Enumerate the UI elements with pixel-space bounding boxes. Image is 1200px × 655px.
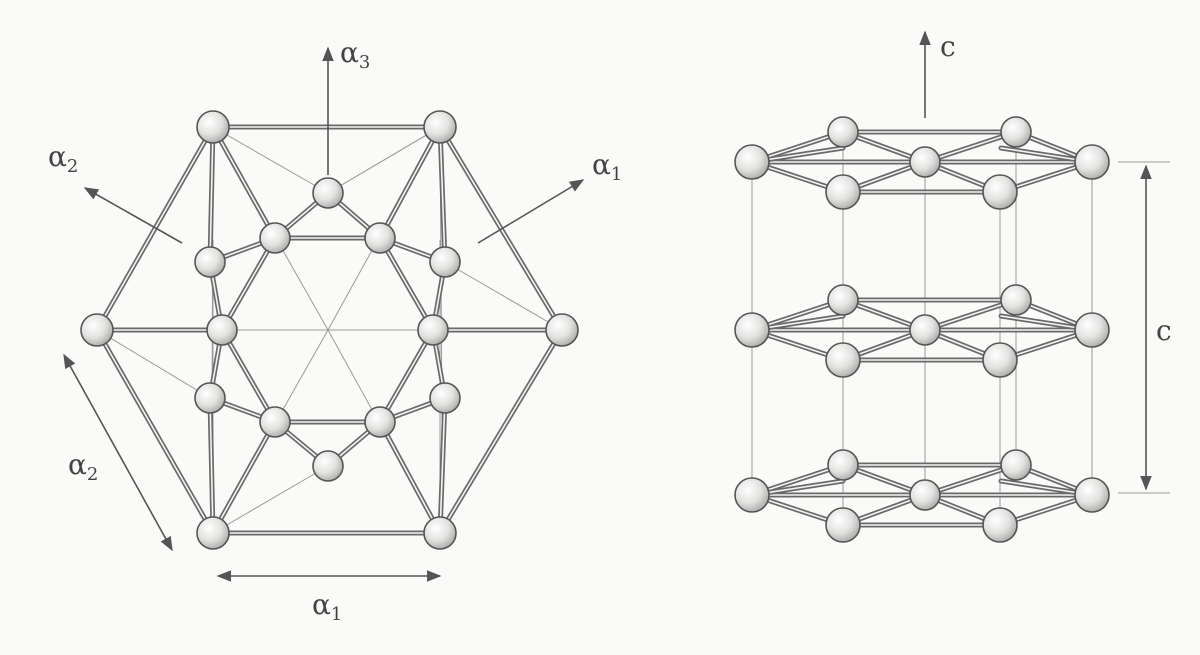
mid-atom xyxy=(194,246,226,278)
layer-spoke-rod xyxy=(922,462,1019,498)
inner-atom xyxy=(364,222,396,254)
inner-hex-rod xyxy=(377,327,436,425)
mid-atom xyxy=(429,246,461,278)
outer-atom xyxy=(196,110,230,144)
inner-hex-rod xyxy=(377,235,436,333)
side-rod-core xyxy=(439,397,446,534)
a3-label: α3 xyxy=(340,36,370,73)
prism-atoms xyxy=(734,116,1110,543)
outer-hex-rod-core xyxy=(96,329,214,534)
a2-dimension-arrow xyxy=(63,353,173,552)
construction-line xyxy=(444,261,563,331)
a1-upper-label: α1 xyxy=(592,148,622,185)
layer-spoke-rod-core xyxy=(924,464,1017,496)
construction-line xyxy=(212,126,329,194)
radial-rod-core xyxy=(379,126,441,239)
a2-upper-label: α2 xyxy=(48,140,78,177)
layer-spoke-rod-core xyxy=(924,131,1017,163)
layer-spoke-rod xyxy=(922,129,1019,165)
prism-atom xyxy=(825,342,861,378)
side-rod-core xyxy=(439,126,446,263)
side-rod xyxy=(437,395,448,536)
c-axis-label: c xyxy=(940,30,956,63)
prism-atom xyxy=(825,174,861,210)
side-rod xyxy=(207,395,216,536)
prism-atom xyxy=(827,284,859,316)
side-rod-core xyxy=(209,397,214,534)
inner-hex-rod-core xyxy=(379,237,434,331)
outer-atom xyxy=(196,516,230,550)
a2-axis-arrow xyxy=(83,187,183,244)
outer-hex-rod xyxy=(94,327,216,536)
outer-hex-rod-core xyxy=(439,329,563,534)
inner-hex-rod-core xyxy=(221,329,276,423)
inner-hex-rod xyxy=(219,327,278,425)
prism-atom xyxy=(909,146,941,178)
radial-rod xyxy=(210,124,278,241)
prism-atom xyxy=(1074,144,1110,180)
prism-atom xyxy=(734,312,770,348)
radial-rod xyxy=(210,419,278,536)
prism-atom xyxy=(1000,449,1032,481)
prism-atom xyxy=(734,144,770,180)
outer-atom xyxy=(545,313,579,347)
side-rod xyxy=(207,124,216,265)
a1-bottom-label: α1 xyxy=(312,588,342,625)
c-dimension-label: c xyxy=(1156,314,1172,347)
prism-atom xyxy=(1074,477,1110,513)
prism-atom xyxy=(734,477,770,513)
inner-atom xyxy=(364,406,396,438)
radial-rod-core xyxy=(379,421,441,534)
prism-atom xyxy=(982,174,1018,210)
outer-hex-rod xyxy=(437,327,565,536)
hexagonal-prism-view xyxy=(734,116,1110,543)
construction-line xyxy=(212,465,329,534)
inner-hex-rod-core xyxy=(221,237,276,331)
prism-atom xyxy=(827,449,859,481)
radial-rod xyxy=(377,419,443,536)
prism-atom xyxy=(1000,284,1032,316)
mid-atom xyxy=(312,177,344,209)
a1-axis-arrow xyxy=(477,179,585,244)
a2-side-label: α2 xyxy=(68,448,98,485)
side-rod-core xyxy=(209,126,214,263)
radial-rod-core xyxy=(212,126,276,239)
mid-atom xyxy=(312,450,344,482)
layer-spoke-rod-core xyxy=(924,299,1017,331)
inner-hex-rod-core xyxy=(379,329,434,423)
radial-rod xyxy=(377,124,443,241)
layer-spoke-rod xyxy=(922,297,1019,333)
atoms xyxy=(80,110,579,550)
mid-atom xyxy=(429,382,461,414)
mid-atom xyxy=(194,382,226,414)
prism-atom xyxy=(1000,116,1032,148)
inner-atom xyxy=(417,314,449,346)
prism-atom xyxy=(909,314,941,346)
prism-atom xyxy=(982,507,1018,543)
radial-rod-core xyxy=(212,421,276,534)
prism-atom xyxy=(827,116,859,148)
inner-atom xyxy=(259,406,291,438)
prism-atom xyxy=(909,479,941,511)
prism-atom xyxy=(825,507,861,543)
inner-hex-rod xyxy=(219,235,278,333)
inner-atom xyxy=(259,222,291,254)
basal-plane-view xyxy=(80,110,579,550)
side-rod xyxy=(437,124,448,265)
prism-atom xyxy=(982,342,1018,378)
construction-line xyxy=(327,126,441,194)
prism-atom xyxy=(1074,312,1110,348)
inner-atom xyxy=(206,314,238,346)
outer-atom xyxy=(80,313,114,347)
outer-atom xyxy=(423,516,457,550)
outer-atom xyxy=(423,110,457,144)
